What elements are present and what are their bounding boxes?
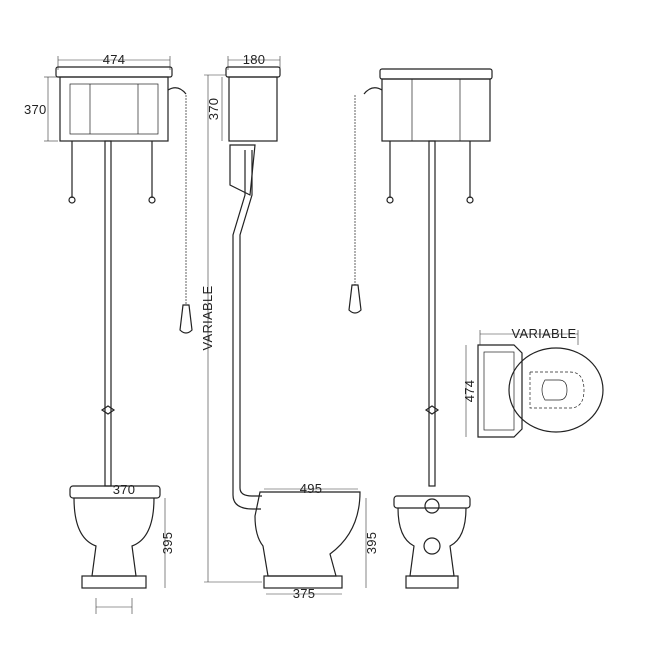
flush-lever: [167, 87, 187, 95]
front-tank-width-label: 474: [103, 52, 126, 67]
front-tank-panel: [69, 83, 159, 135]
flush-pipe: [104, 140, 112, 487]
front-bowl-height-label: 395: [160, 532, 175, 555]
front-tank-lid: [55, 66, 173, 78]
wall-bracket: [229, 144, 256, 196]
front-bowl-rim: [69, 485, 161, 499]
overall-height-label: VARIABLE: [200, 285, 215, 350]
plan-tank-width-label: 474: [462, 380, 477, 403]
front-tank-height-label: 370: [24, 102, 47, 117]
plan-view: VARIABLE 474: [462, 326, 604, 438]
front-tank: [59, 76, 169, 142]
side-flush-pipe: [232, 150, 262, 510]
side-bowl: [254, 491, 361, 577]
back-view: [348, 68, 493, 589]
front-bowl-width-label: 370: [113, 482, 136, 497]
plan-projection-label: VARIABLE: [511, 326, 576, 341]
side-tank-depth-label: 180: [243, 52, 266, 67]
front-base: [81, 575, 147, 589]
front-view: 474 370 370 395: [24, 52, 193, 614]
plan-bowl: [508, 347, 604, 433]
plan-tank: [477, 344, 523, 438]
side-base: [263, 575, 343, 589]
front-bowl: [73, 497, 155, 577]
side-view: 180 370 VARIABLE 495 395 375: [200, 52, 379, 601]
side-bowl-height-label: 395: [364, 532, 379, 555]
bowl-projection-label: 495: [300, 481, 323, 496]
side-tank-height-label: 370: [206, 98, 221, 121]
side-tank: [228, 76, 278, 142]
base-depth-label: 375: [293, 586, 316, 601]
pull-handle: [179, 304, 193, 334]
